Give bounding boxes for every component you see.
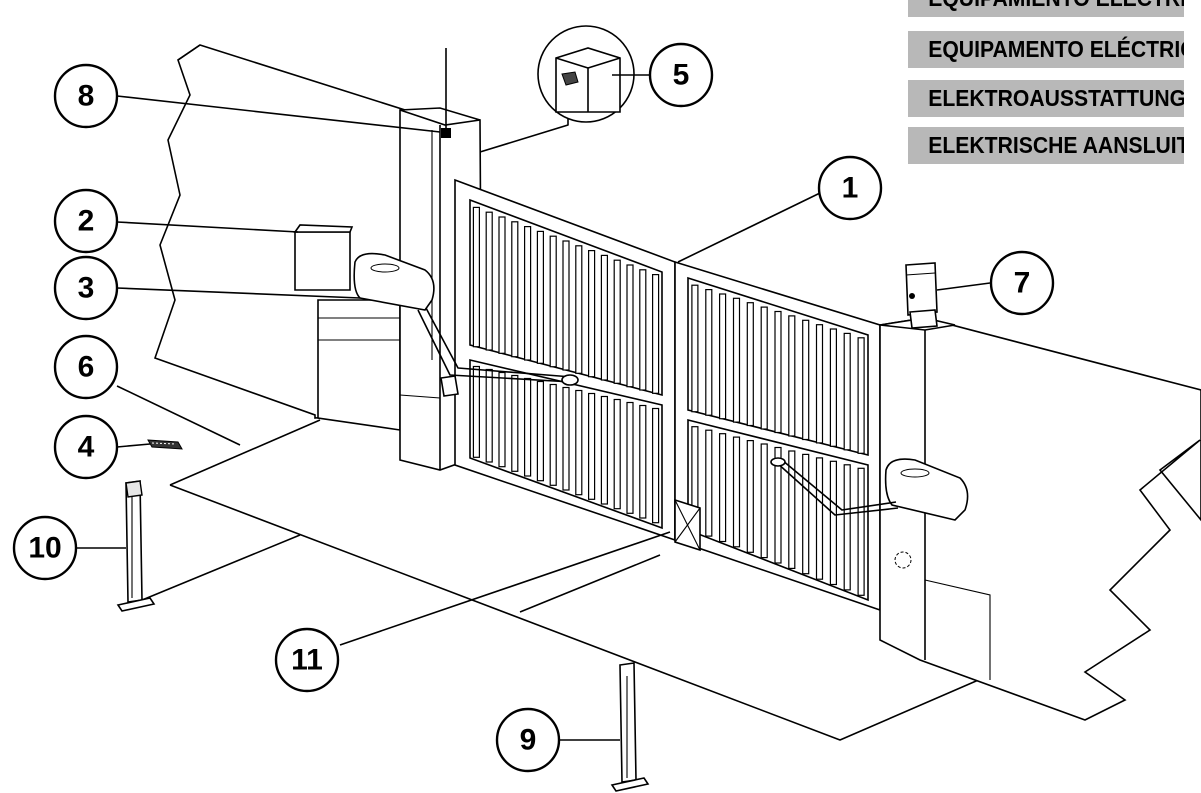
callout-3: 3 (53, 255, 119, 321)
gate-bar (498, 216, 506, 354)
gate-bar (815, 324, 824, 444)
gate-bar (523, 226, 532, 361)
gate-bar (575, 389, 583, 496)
gate-bar (746, 440, 754, 553)
gate-bar (498, 371, 506, 468)
callout-1: 1 (817, 155, 883, 221)
gate-bar (600, 395, 609, 505)
callout-6: 6 (53, 334, 119, 400)
gate-bar (788, 450, 796, 570)
gate-bar (523, 377, 532, 477)
gate-bar (651, 407, 660, 524)
callout-9: 9 (495, 707, 561, 773)
callout-4: 4 (53, 414, 119, 480)
gate-bar (562, 386, 570, 491)
callout-10: 10 (12, 515, 78, 581)
gate-bar (511, 374, 519, 472)
gate-bar (613, 259, 621, 384)
gate-bar (639, 269, 647, 391)
remote-transmitter (147, 439, 183, 450)
gate-bar (802, 453, 810, 575)
callout-label: 3 (78, 272, 95, 305)
leader-lines (77, 74, 991, 741)
gate-bar (536, 230, 545, 364)
gate-bar (536, 380, 545, 482)
header-strip-spanish: EQUIPAMIENTO ELÉCTRICO (908, 0, 1184, 17)
gate-bar (587, 250, 596, 378)
gate-bar (626, 264, 634, 388)
gate-bar (562, 240, 570, 371)
gate-bar (843, 464, 851, 591)
control-box (293, 224, 354, 291)
header-strip-german: ELEKTROAUSSTATTUNG (908, 80, 1184, 117)
gate-bar (587, 392, 596, 500)
header-strip-portuguese: EQUIPAMENTO ELÉCTRICO (908, 31, 1184, 68)
gate-bar (600, 254, 609, 381)
callout-2: 2 (53, 188, 119, 254)
gate-bar (718, 433, 727, 543)
callout-8: 8 (53, 63, 119, 129)
gate-bar (843, 332, 851, 451)
right-pillar (879, 317, 1201, 721)
gate-bar (732, 436, 741, 548)
callout-label: 1 (842, 172, 859, 205)
gate-bar (815, 457, 824, 580)
gate-bar (788, 315, 796, 437)
gate-bar (705, 289, 713, 416)
gate-bar (718, 293, 727, 420)
gate-bar (802, 319, 810, 441)
gate-bar (857, 467, 865, 596)
callout-label: 10 (28, 532, 61, 565)
callout-7: 7 (989, 250, 1055, 316)
callout-label: 11 (291, 644, 323, 677)
gate-bar (651, 274, 660, 394)
gate-bar (511, 221, 519, 358)
gate-bar (485, 368, 493, 463)
key-selector-zoom (479, 25, 635, 153)
gate-bar (472, 206, 480, 348)
gate-bar (639, 404, 647, 519)
ground-plane (129, 419, 991, 741)
gate-bar (549, 235, 557, 368)
gate-bar (705, 429, 713, 537)
gate-bar (774, 446, 782, 564)
callout-label: 9 (520, 724, 537, 757)
gate-bar (760, 306, 768, 430)
gate-bar (549, 383, 557, 486)
gate-bar (857, 337, 865, 454)
gate-bar (472, 365, 480, 458)
gate-bar (746, 302, 754, 427)
gate-bar (485, 211, 493, 351)
callout-label: 5 (673, 59, 690, 92)
callout-label: 4 (78, 431, 95, 464)
callout-11: 11 (274, 627, 340, 693)
right-gate-leaf (674, 260, 881, 612)
gate-bar (732, 297, 741, 423)
photocell-post-left (116, 480, 156, 612)
right-motor (770, 457, 969, 521)
callout-label: 7 (1014, 267, 1031, 300)
callout-label: 8 (78, 80, 95, 113)
callout-5: 5 (648, 42, 714, 108)
callout-label: 2 (78, 205, 95, 238)
left-gate-leaf (454, 178, 676, 542)
left-photocell (440, 375, 459, 397)
gate-bar (774, 310, 782, 434)
gate-bar (626, 401, 634, 514)
gate-bar (691, 284, 699, 413)
callout-label: 6 (78, 351, 95, 384)
gate-bar (829, 460, 838, 586)
header-strip-dutch: ELEKTRISCHE AANSLUITINGEN (908, 127, 1184, 164)
gate-bar (613, 398, 621, 510)
gate-bar (829, 328, 838, 447)
gate-bar (760, 443, 768, 559)
photocell-post-right (610, 662, 650, 792)
left-motor (353, 252, 579, 386)
flashing-light (905, 262, 938, 329)
gate-bar (575, 245, 583, 374)
